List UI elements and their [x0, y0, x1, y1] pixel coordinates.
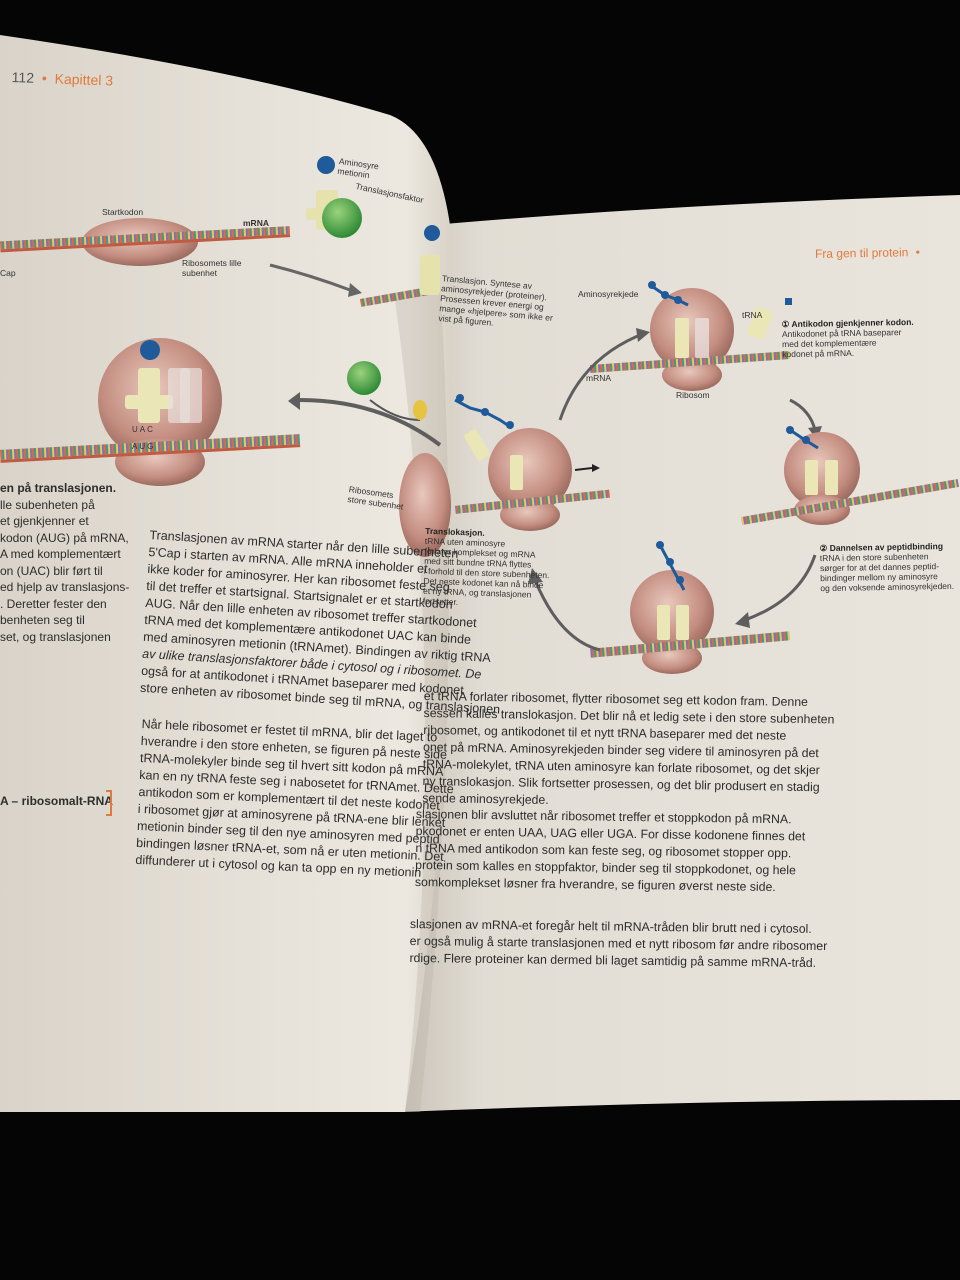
label-lille-subenhet: Ribosomets lille subenhet — [182, 258, 242, 278]
label-trna-right: tRNA — [742, 310, 763, 320]
margin-line: kodon (AUG) på mRNA, — [0, 530, 129, 545]
margin-line: benheten seg til — [0, 613, 85, 627]
body-right-para2: slasjonen blir avsluttet når ribosomet t… — [415, 806, 806, 896]
label-aminosyrekjede: Aminosyrekjede — [578, 289, 639, 299]
translasjon-caption: Translasjon. Syntese av aminosyrekjeder … — [438, 273, 556, 333]
step1-caption: ① Antikodon gjenkjenner kodon. Antikodon… — [782, 317, 915, 359]
margin-line: ed hjelp av translasjons- — [0, 580, 130, 594]
label-ribosom: Ribosom — [676, 390, 710, 400]
glossary-bracket — [106, 790, 112, 816]
label-mrna-left: mRNA — [243, 218, 269, 228]
body-right-para3: slasjonen av mRNA-et foregår helt til mR… — [409, 916, 827, 972]
running-head-bullet: • — [915, 245, 921, 260]
step2-caption: ② Dannelsen av peptidbinding tRNA i den … — [820, 541, 955, 593]
margin-line: en på translasjonen. — [0, 481, 117, 495]
margin-line: lle subenheten på — [0, 497, 95, 512]
label-mrna-right: mRNA — [586, 373, 612, 383]
header-bullet: • — [41, 70, 48, 87]
label-cap: Cap — [0, 268, 16, 278]
glossary-term: A – ribosomalt-RNA — [0, 794, 113, 808]
margin-box: en på translasjonen. lle subenheten på e… — [0, 480, 129, 645]
body-right-para1: et tRNA forlater ribosomet, flytter ribo… — [422, 688, 835, 813]
margin-line: set, og translasjonen — [0, 629, 111, 644]
page-number: 112 — [11, 69, 35, 86]
margin-line: . Deretter fester den — [0, 596, 107, 611]
margin-line: A med komplementært — [0, 547, 121, 561]
running-head: Fra gen til protein — [814, 245, 909, 261]
label-anticodon: UAC — [132, 425, 155, 434]
margin-line: et gjenkjenner et — [0, 514, 89, 528]
label-codon: AUG — [132, 442, 156, 451]
chapter-title: Kapittel 3 — [54, 70, 114, 89]
body-left-para2: Når hele ribosomet er festet til mRNA, b… — [135, 716, 456, 883]
margin-line: on (UAC) blir ført til — [0, 563, 103, 578]
label-startkodon: Startkodon — [102, 207, 144, 217]
